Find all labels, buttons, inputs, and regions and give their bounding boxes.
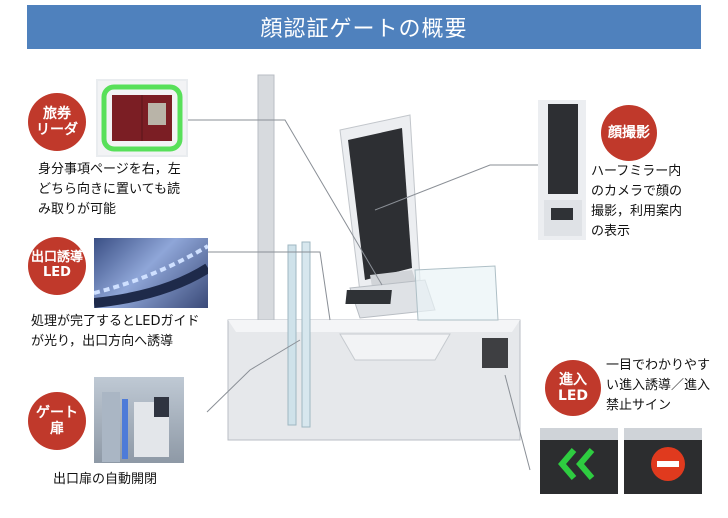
exit-led-photo (94, 238, 208, 308)
title-banner: 顔認証ゲートの概要 (27, 5, 701, 49)
face-capture-badge: 顔撮影 (601, 105, 657, 161)
page-title: 顔認証ゲートの概要 (260, 17, 468, 42)
gate-door-badge: ゲート 扉 (28, 392, 86, 450)
passport-reader-photo (96, 79, 188, 157)
exit-led-description: 処理が完了するとLEDガイド が光り，出口方向へ誘導 (31, 314, 200, 349)
entry-allowed-photo (540, 428, 618, 494)
face-capture-description: ハーフミラー内 のカメラで顔の 撮影，利用案内 の表示 (591, 164, 683, 239)
entry-led-description: 一目でわかりやす い進入誘導／進入 禁止サイン (606, 358, 711, 413)
passport-reader-badge: 旅券 リーダ (28, 93, 86, 151)
exit-led-badge: 出口誘導 LED (28, 237, 86, 295)
gate-door-description: 出口扉の自動開閉 (53, 472, 158, 487)
gate-door-photo (94, 377, 184, 463)
entry-forbidden-photo (624, 428, 702, 494)
entry-led-badge: 進入 LED (545, 360, 601, 416)
face-capture-photo (538, 100, 586, 240)
passport-reader-description: 身分事項ページを右，左 どちら向きに置いても読 み取りが可能 (38, 162, 181, 217)
